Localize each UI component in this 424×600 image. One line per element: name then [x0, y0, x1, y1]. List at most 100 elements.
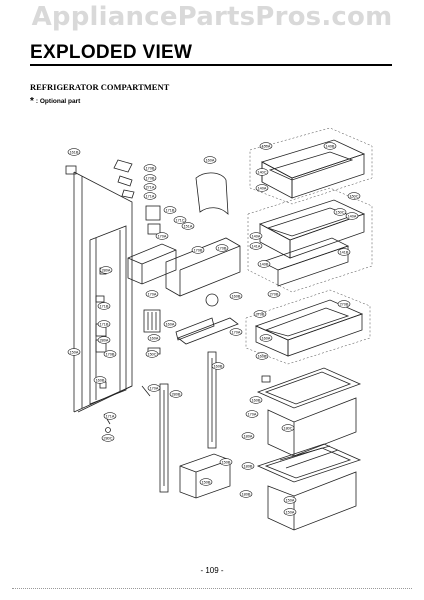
svg-text:150C: 150C — [335, 210, 344, 214]
svg-text:170B: 170B — [146, 166, 155, 170]
svg-text:171A: 171A — [146, 194, 155, 198]
svg-text:140C: 140C — [257, 170, 266, 174]
svg-text:280A: 280A — [102, 268, 111, 272]
callout: 170B — [191, 246, 205, 254]
callout: 180A — [241, 432, 255, 440]
callout: 160B — [255, 352, 269, 360]
svg-text:161B: 161B — [70, 150, 79, 154]
callout: 160B — [249, 396, 263, 404]
callout: 171A — [103, 412, 117, 420]
svg-text:160B: 160B — [214, 364, 223, 368]
watermark: AppliancePartsPros.com — [31, 2, 393, 32]
svg-text:160A: 160A — [166, 322, 175, 326]
svg-text:150B: 150B — [202, 480, 211, 484]
svg-text:171A: 171A — [106, 414, 115, 418]
callout: 150B — [219, 458, 233, 466]
page-title: EXPLODED VIEW — [30, 42, 193, 63]
svg-text:170B: 170B — [218, 246, 227, 250]
svg-text:271A: 271A — [146, 185, 155, 189]
lamp-housing — [127, 205, 177, 285]
callout: 170A — [147, 384, 161, 392]
svg-text:160A: 160A — [262, 336, 271, 340]
svg-text:150A: 150A — [286, 510, 295, 514]
callout: 160A — [259, 334, 273, 342]
control-box — [165, 237, 241, 345]
footer-rule — [12, 588, 412, 589]
callout: 140B — [257, 260, 271, 268]
svg-text:171C: 171C — [175, 218, 184, 222]
callout: 150A — [283, 496, 297, 504]
cabinet-clips — [95, 267, 107, 389]
svg-text:171B: 171B — [100, 304, 109, 308]
svg-text:160B: 160B — [252, 398, 261, 402]
svg-text:170A: 170A — [158, 234, 167, 238]
svg-text:141B: 141B — [340, 250, 349, 254]
svg-text:180A: 180A — [244, 434, 253, 438]
svg-text:170A: 170A — [148, 292, 157, 296]
small-fasteners — [103, 375, 271, 433]
callout: 170A — [245, 410, 259, 418]
svg-text:150A: 150A — [262, 144, 271, 148]
callout: 180B — [239, 490, 253, 498]
callout: 280B — [169, 390, 183, 398]
callout: 160B — [93, 376, 107, 384]
svg-text:140A: 140A — [258, 186, 267, 190]
part-callouts: 161B 170B 170B 271A 171A 171B 171C 160A … — [67, 142, 361, 516]
svg-text:170A: 170A — [232, 330, 241, 334]
svg-text:171B: 171B — [166, 208, 175, 212]
svg-text:280A: 280A — [100, 338, 109, 342]
callout: 141A — [249, 242, 263, 250]
svg-text:150C: 150C — [349, 194, 358, 198]
shelf-rails — [159, 351, 217, 493]
callout: 271A — [143, 183, 157, 191]
callout: 150C — [145, 350, 159, 358]
callout: 171B — [97, 302, 111, 310]
svg-text:140A: 140A — [252, 234, 261, 238]
callout: 160A — [147, 334, 161, 342]
svg-text:170B: 170B — [194, 248, 203, 252]
svg-text:170B: 170B — [106, 352, 115, 356]
callout: 280C — [101, 434, 115, 442]
callout: 140A — [345, 212, 359, 220]
callout: 150A — [67, 348, 81, 356]
svg-text:141A: 141A — [252, 244, 261, 248]
callout: 170B — [143, 174, 157, 182]
svg-text:170A: 170A — [248, 412, 257, 416]
callout: 170B — [215, 244, 229, 252]
top-bracket-parts — [65, 159, 135, 199]
svg-text:150A: 150A — [286, 498, 295, 502]
callout: 141B — [337, 248, 351, 256]
svg-text:151A: 151A — [184, 224, 193, 228]
svg-text:160A: 160A — [150, 336, 159, 340]
diagram-linework — [65, 139, 366, 531]
svg-text:270B: 270B — [270, 292, 279, 296]
callout: 150A — [259, 142, 273, 150]
svg-text:171B: 171B — [100, 322, 109, 326]
section-title: REFRIGERATOR COMPARTMENT — [30, 82, 170, 92]
callout: 170B — [103, 350, 117, 358]
callout: 140A — [249, 232, 263, 240]
svg-text:180C: 180C — [283, 426, 292, 430]
callout: 140C — [255, 168, 269, 176]
callout: 180B — [241, 462, 255, 470]
svg-text:140B: 140B — [326, 144, 335, 148]
optional-part-text: : Optional part — [35, 98, 81, 105]
svg-text:180B: 180B — [242, 492, 251, 496]
crisper-drawer-1 — [256, 367, 362, 457]
page-number: - 109 - — [200, 566, 224, 575]
callout: 150C — [333, 208, 347, 216]
callout: 160A — [203, 156, 217, 164]
svg-text:280B: 280B — [172, 392, 181, 396]
cabinet-body — [73, 171, 133, 413]
svg-text:180B: 180B — [244, 464, 253, 468]
callout: 171C — [173, 216, 187, 224]
shelf-2 — [258, 199, 366, 287]
callout: 151A — [181, 222, 195, 230]
title-rule — [30, 64, 392, 66]
callout: 280A — [97, 336, 111, 344]
svg-text:170A: 170A — [150, 386, 159, 390]
callout: 170A — [145, 290, 159, 298]
callout: 140B — [323, 142, 337, 150]
svg-text:160B: 160B — [232, 294, 241, 298]
